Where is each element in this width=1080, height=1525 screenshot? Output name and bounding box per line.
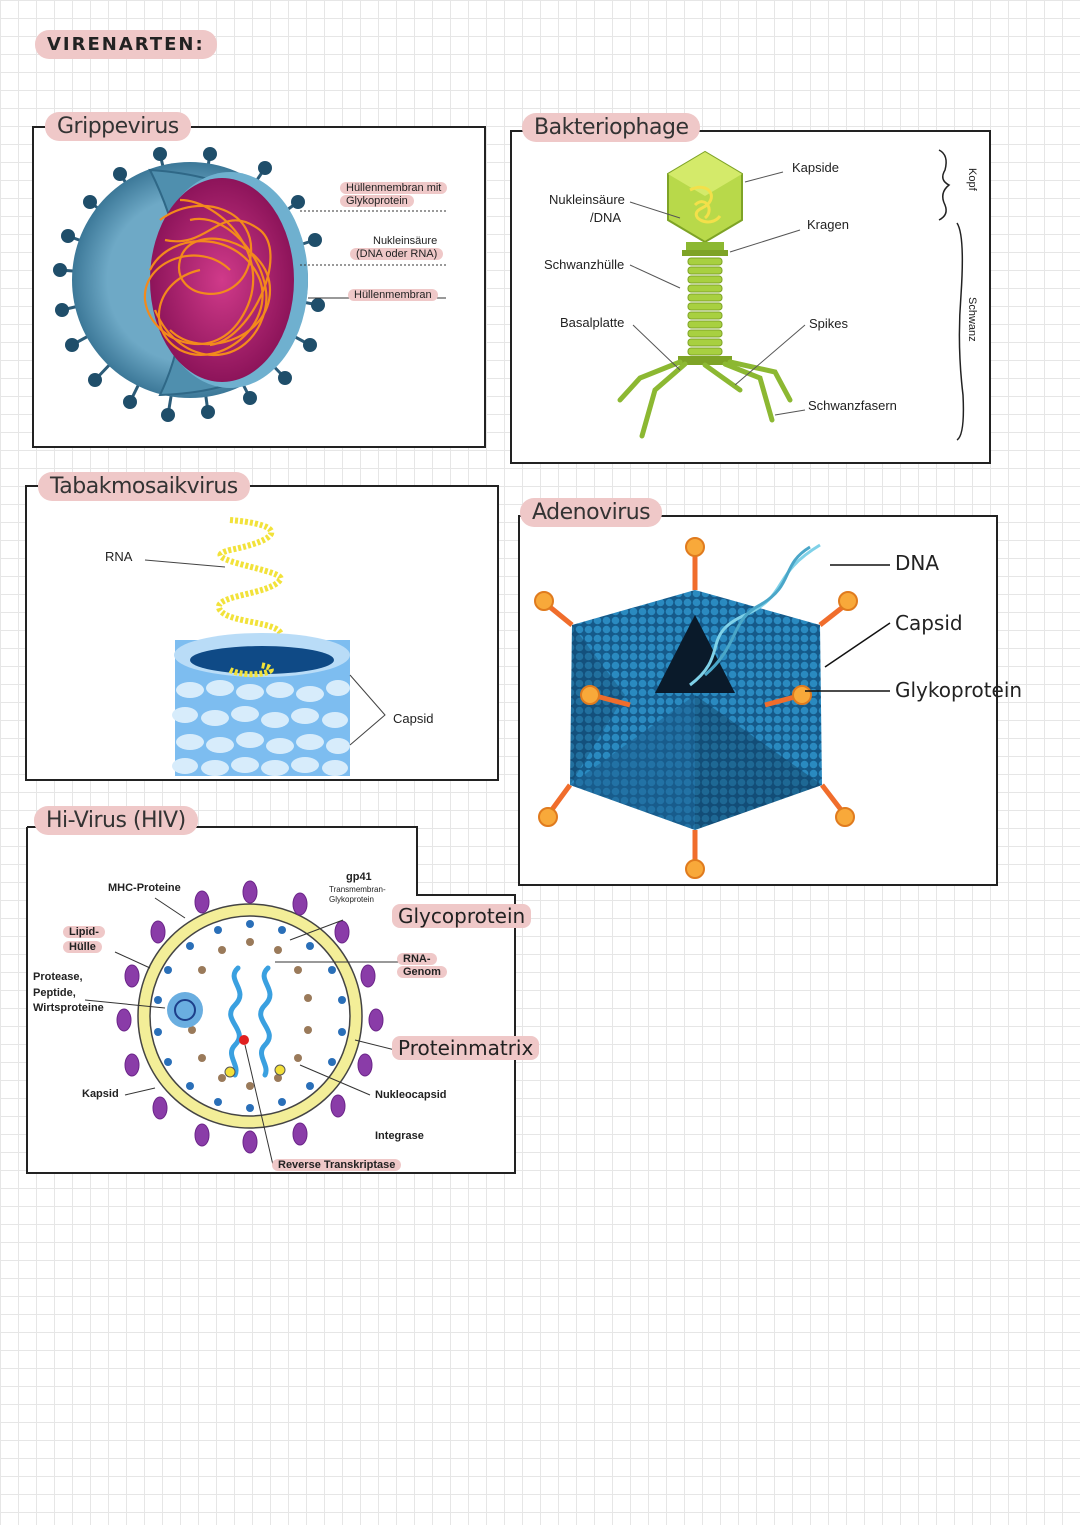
- label-capsid-adeno: Capsid: [895, 611, 963, 635]
- label-spikes: Spikes: [809, 316, 849, 331]
- phage-frame: [510, 130, 991, 464]
- label-reverse-transkriptase: Reverse Transkriptase: [272, 1159, 402, 1171]
- adeno-title: Adenovirus: [520, 498, 663, 527]
- label-kapsid-hiv: Kapsid: [82, 1088, 119, 1100]
- label-lipid-2: Hülle: [63, 941, 102, 953]
- tabakmosaikvirus-illustration: [172, 517, 350, 776]
- phage-leader-lines: [629, 171, 806, 416]
- label-kopf: Kopf: [966, 168, 978, 191]
- label-schwanzhuelle: Schwanzhülle: [544, 257, 625, 272]
- label-wirtsproteine: Wirtsproteine: [33, 1002, 104, 1014]
- phage-title: Bakteriophage: [522, 113, 701, 142]
- label-rna-2: Genom: [397, 966, 447, 978]
- tmv-leader-lines: [144, 559, 386, 746]
- label-dna-adeno: DNA: [895, 551, 940, 575]
- label-rna-tmv: RNA: [105, 549, 133, 564]
- label-gp41: gp41: [346, 871, 372, 883]
- page-title: VIRENARTEN:: [35, 30, 217, 59]
- adeno-leader-lines: [805, 564, 891, 692]
- label-integrase: Integrase: [375, 1130, 424, 1142]
- label-dna-oder-rna: (DNA oder RNA): [350, 248, 444, 260]
- label-mhc-proteine: MHC-Proteine: [108, 882, 181, 894]
- label-proteinmatrix: Proteinmatrix: [392, 1036, 540, 1060]
- label-glycoprotein-hiv: Glycoprotein: [392, 904, 532, 928]
- label-nukleinsaeure-phage: Nukleinsäure: [549, 192, 625, 207]
- hiv-title: Hi-Virus (HIV): [34, 806, 198, 835]
- bakteriophage-illustration: [617, 150, 793, 439]
- phage-brackets: [938, 149, 965, 441]
- label-nukleocapsid: Nukleocapsid: [375, 1089, 447, 1101]
- label-capsid-tmv: Capsid: [393, 711, 434, 726]
- label-glykoprotein-adeno: Glykoprotein: [895, 678, 1023, 702]
- label-kapside: Kapside: [792, 160, 839, 175]
- adenovirus-illustration: [534, 537, 858, 879]
- label-dna-phage: /DNA: [590, 210, 622, 225]
- label-schwanzfasern: Schwanzfasern: [808, 398, 897, 413]
- label-protease: Protease,: [33, 971, 83, 983]
- hiv-illustration: [116, 880, 384, 1154]
- label-basalplatte: Basalplatte: [560, 315, 625, 330]
- tmv-title: Tabakmosaikvirus: [38, 472, 250, 501]
- label-peptide: Peptide,: [33, 987, 76, 999]
- label-lipid-1: Lipid-: [63, 926, 105, 938]
- grippe-title: Grippevirus: [45, 112, 191, 141]
- label-rna-1: RNA-: [397, 953, 437, 965]
- label-nukleinsaeure: Nukleinsäure: [373, 235, 438, 247]
- label-kragen: Kragen: [807, 217, 849, 232]
- label-schwanz: Schwanz: [966, 297, 978, 342]
- label-huellenmembran: Hüllenmembran: [348, 289, 438, 301]
- hiv-leader-lines: [85, 897, 403, 1166]
- label-gp41-sub2: Glykoprotein: [329, 895, 374, 904]
- label-gp41-sub1: Transmembran-: [329, 885, 386, 894]
- label-huellenmembran-glyko-1: Hüllenmembran mit: [340, 182, 448, 194]
- label-huellenmembran-glyko-2: Glykoprotein: [340, 195, 414, 207]
- grippevirus-illustration: [53, 147, 325, 422]
